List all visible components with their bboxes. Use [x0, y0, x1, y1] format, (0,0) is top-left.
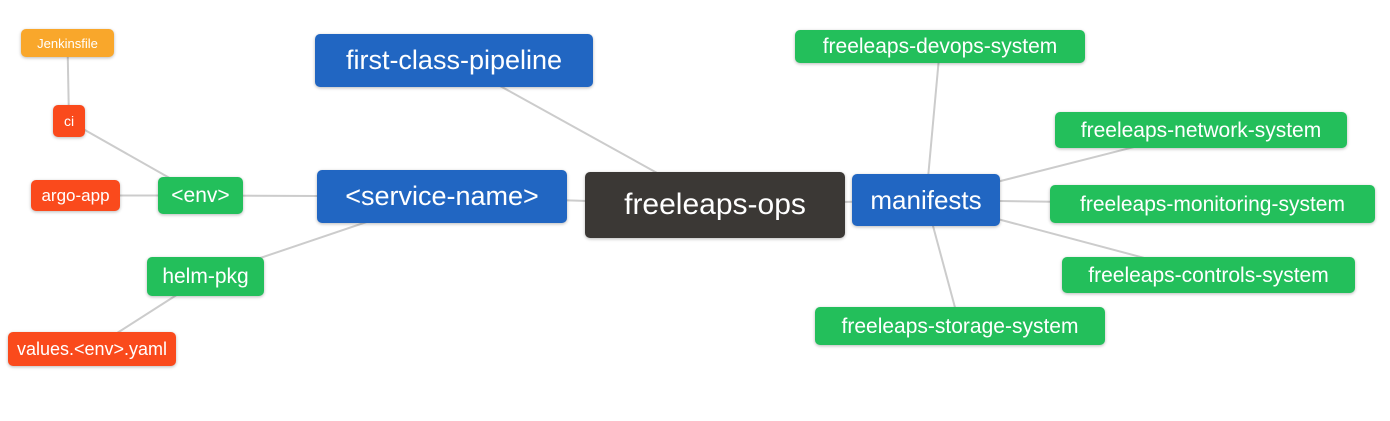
- node-env[interactable]: <env>: [158, 177, 243, 214]
- node-manifests[interactable]: manifests: [852, 174, 1000, 226]
- node-first-class-pipeline[interactable]: first-class-pipeline: [315, 34, 593, 87]
- node-storage-system[interactable]: freeleaps-storage-system: [815, 307, 1105, 345]
- node-ci[interactable]: ci: [53, 105, 85, 137]
- node-freeleaps-ops[interactable]: freeleaps-ops: [585, 172, 845, 238]
- node-monitoring-system[interactable]: freeleaps-monitoring-system: [1050, 185, 1375, 223]
- node-controls-system[interactable]: freeleaps-controls-system: [1062, 257, 1355, 293]
- node-jenkinsfile[interactable]: Jenkinsfile: [21, 29, 114, 57]
- node-devops-system[interactable]: freeleaps-devops-system: [795, 30, 1085, 63]
- node-values-env-yaml[interactable]: values.<env>.yaml: [8, 332, 176, 366]
- node-helm-pkg[interactable]: helm-pkg: [147, 257, 264, 296]
- node-network-system[interactable]: freeleaps-network-system: [1055, 112, 1347, 148]
- node-service-name[interactable]: <service-name>: [317, 170, 567, 223]
- node-argo-app[interactable]: argo-app: [31, 180, 120, 211]
